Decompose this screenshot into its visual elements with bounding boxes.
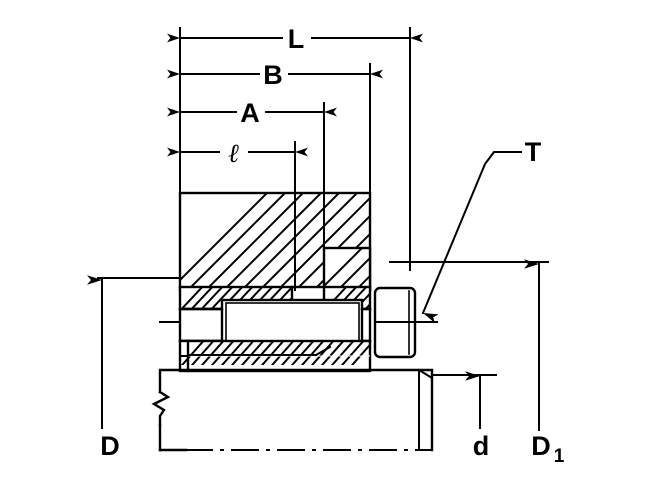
label-D: D [100, 431, 120, 461]
extension-lines [97, 27, 549, 376]
bolt-head [373, 286, 417, 359]
label-D1: D [531, 431, 551, 461]
vertical-dimension-lines [87, 259, 540, 431]
housing-block [178, 191, 372, 292]
label-l: ℓ [228, 139, 239, 169]
bearing-cross-section [151, 191, 438, 452]
dimension-labels: L B A ℓ T D d D 1 [100, 24, 564, 467]
break-symbol [151, 390, 171, 427]
lower-race-band [178, 339, 372, 373]
label-A: A [240, 98, 260, 128]
label-T: T [525, 137, 542, 167]
label-D1-subscript: 1 [554, 446, 565, 467]
label-B: B [263, 60, 283, 90]
label-L: L [288, 24, 305, 54]
drawing-content [87, 27, 549, 452]
leader-line-T [421, 151, 522, 324]
label-d: d [473, 431, 490, 461]
horizontal-dimension-lines [167, 33, 423, 157]
base-block [151, 368, 434, 452]
